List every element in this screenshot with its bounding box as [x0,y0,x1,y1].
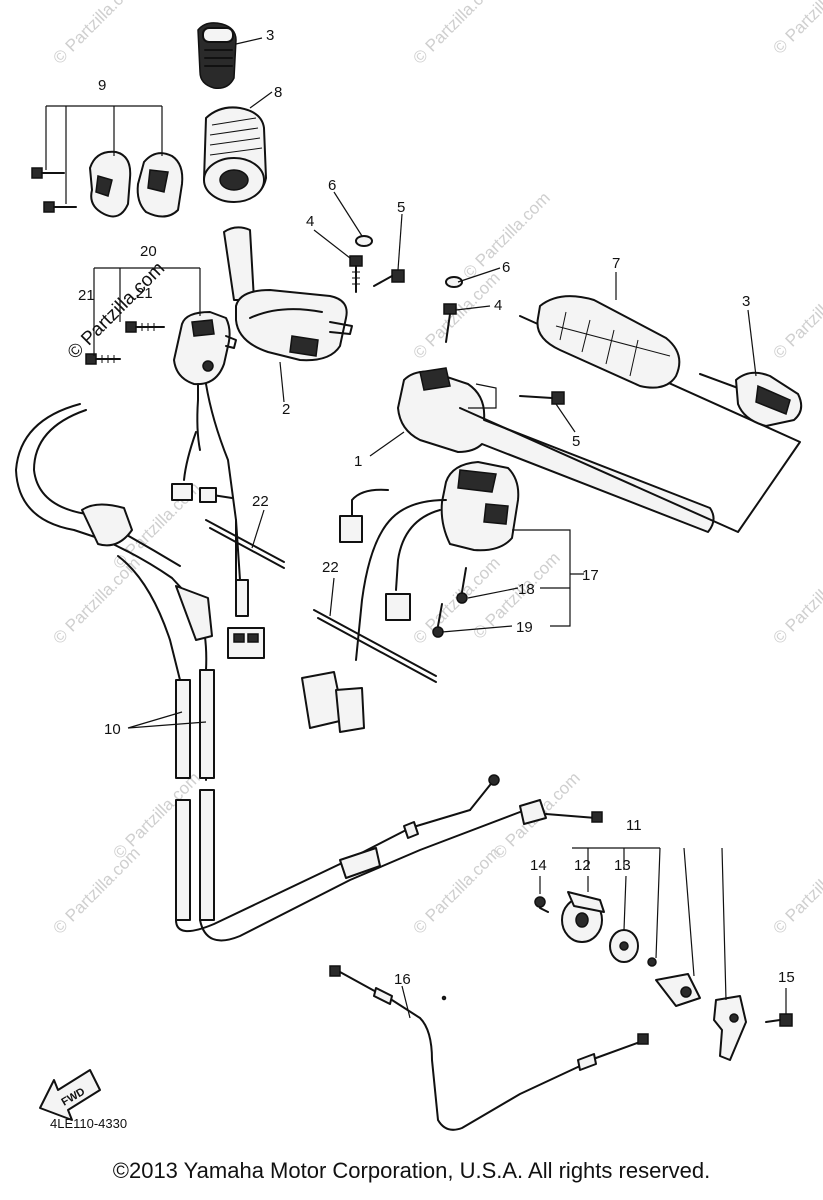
part-12-pulley [561,891,605,943]
watermark: © Partzilla.com [769,0,823,58]
watermark: © Partzilla.com [49,0,143,68]
callout-5: 5 [397,199,405,216]
part-8-left-grip [203,106,267,203]
callout-4: 4 [306,213,314,230]
part-4-bolt-right [443,303,457,343]
part-14-screw [534,896,549,913]
callout-2: 2 [282,401,290,418]
bolt [125,321,165,333]
callout-5: 5 [572,433,580,450]
callout-4: 4 [494,297,502,314]
callout-11: 11 [626,817,642,834]
callout-17: 17 [582,567,599,584]
part-7-throttle-grip [536,295,681,389]
part-9-switch-clamp [31,150,184,218]
part-13-washer [609,929,639,963]
part-18-screw [456,567,468,604]
callout-22: 22 [322,559,339,576]
part-10-throttle-cables [15,403,603,942]
watermark: © Partzilla.com [769,268,823,362]
watermark: © Partzilla.com [49,843,143,937]
watermarks: © Partzilla.com © Partzilla.com © Partzi… [49,0,823,938]
callout-12: 12 [574,857,591,874]
watermark: © Partzilla.com [769,553,823,647]
callout-18: 18 [518,581,535,598]
watermark: © Partzilla.com [64,258,169,363]
part-17-right-switch [301,461,520,733]
part-22-cable-tie-right [313,609,437,683]
part-6-cap-left [355,235,373,247]
bolt [31,167,65,179]
callout-3: 3 [742,293,750,310]
callout-6: 6 [502,259,510,276]
callout-8: 8 [274,84,282,101]
left-wiring-connectors [171,431,265,659]
part-3-bar-end-top [197,22,237,90]
part-3-bar-end-right [699,371,803,427]
part-2-left-handlebar [223,226,353,362]
part-5-bolt-right [519,391,565,405]
watermark: © Partzilla.com [409,0,503,68]
part-22-cable-tie-left [205,519,285,569]
part-11-bracket [647,957,747,1061]
callout-3: 3 [266,27,274,44]
callout-22: 22 [252,493,269,510]
watermark: © Partzilla.com [769,843,823,937]
callout-labels: 3 8 9 6 4 5 20 21 21 2 6 4 7 3 5 1 22 17… [78,27,795,988]
bolt [43,201,77,213]
part-16-cable [329,965,649,1131]
part-5-bolt-left [373,269,405,287]
watermark: © Partzilla.com [409,843,503,937]
callout-20: 20 [140,243,157,260]
callout-13: 13 [614,857,631,874]
callout-6: 6 [328,177,336,194]
callout-21: 21 [78,287,95,304]
part-6-cap-right [445,276,463,288]
copyright-notice: ©2013 Yamaha Motor Corporation, U.S.A. A… [112,1158,711,1183]
callout-7: 7 [612,255,620,272]
part-15-bolt [765,1013,793,1027]
callout-9: 9 [98,77,106,94]
bolt [85,353,121,365]
diagram-code: 4LE110-4330 [50,1116,127,1131]
leader-lines [45,37,787,1019]
part-4-bolt-left [349,255,363,293]
fwd-arrow-icon: FWD [39,1069,101,1121]
callout-10: 10 [104,721,121,738]
callout-21: 21 [136,285,153,302]
callout-15: 15 [778,969,795,986]
callout-16: 16 [394,971,411,988]
callout-14: 14 [530,857,547,874]
callout-19: 19 [516,619,533,636]
callout-1: 1 [354,453,362,470]
